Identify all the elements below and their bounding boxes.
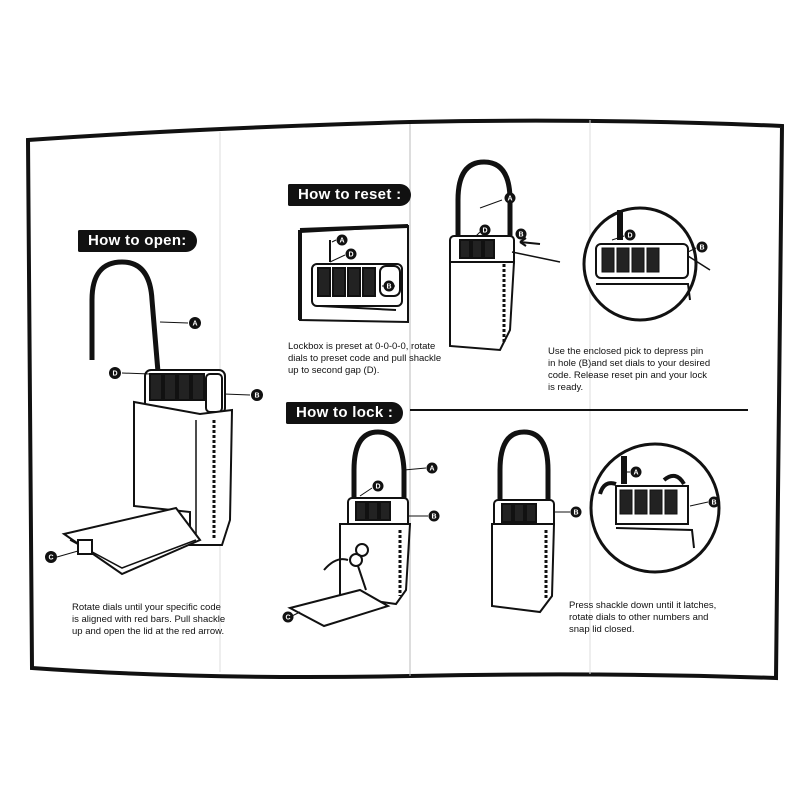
svg-text:A: A: [633, 470, 638, 477]
open-caption: Rotate dials until your specific code is…: [72, 602, 272, 638]
caption-line: up and open the lid at the red arrow.: [72, 626, 225, 637]
svg-text:C: C: [48, 555, 53, 562]
reset-mid-callout-b: B: [515, 228, 527, 240]
svg-text:D: D: [627, 233, 632, 240]
lock-zoom-callout-b: B: [689, 496, 720, 508]
caption-line: dials to preset code and pull shackle: [288, 353, 442, 364]
open-heading: How to open:: [78, 230, 197, 252]
reset-lockbox-with-pick: [449, 159, 561, 352]
caption-line: snap lid closed.: [569, 624, 635, 635]
svg-text:B: B: [699, 245, 704, 252]
caption-line: Use the enclosed pick to depress pin: [548, 346, 704, 357]
reset-heading: How to reset :: [288, 184, 412, 206]
lock-caption: Press shackle down until it latches, rot…: [569, 600, 749, 636]
lock-left-callout-d: D: [359, 480, 384, 497]
lock-magnified-dials: [589, 442, 721, 574]
svg-text:B: B: [711, 500, 716, 507]
lock-left-callout-c: C: [282, 611, 301, 623]
svg-text:B: B: [573, 510, 578, 517]
caption-line: Press shackle down until it latches,: [569, 600, 717, 611]
svg-text:B: B: [386, 284, 391, 291]
reset-photo-callout-a: A: [331, 234, 348, 246]
lock-zoom-callout-a: A: [622, 466, 642, 478]
caption-line: Rotate dials until your specific code: [72, 602, 221, 613]
svg-text:A: A: [507, 196, 512, 203]
open-lockbox-illustration: [61, 259, 234, 576]
reset-magnified-dials: [582, 206, 711, 322]
svg-text:D: D: [375, 484, 380, 491]
svg-text:A: A: [192, 321, 197, 328]
svg-text:B: B: [518, 232, 523, 239]
svg-text:D: D: [112, 371, 117, 378]
svg-text:B: B: [254, 393, 259, 400]
caption-line: code. Release reset pin and your lock: [548, 370, 707, 381]
caption-line: is ready.: [548, 382, 584, 393]
reset-dial-closeup: [298, 224, 409, 324]
reset-photo-callout-d: D: [329, 248, 357, 263]
reset-zoom-callout-d: D: [611, 229, 636, 241]
reset-caption-right: Use the enclosed pick to depress pin in …: [548, 346, 748, 394]
lock-left-callout-b: B: [408, 510, 440, 522]
open-callout-b: B: [223, 389, 263, 401]
reset-mid-callout-a: A: [479, 192, 516, 209]
svg-text:B: B: [431, 514, 436, 521]
svg-text:D: D: [482, 228, 487, 235]
reset-mid-callout-d: D: [475, 224, 491, 237]
caption-line: up to second gap (D).: [288, 365, 380, 376]
open-callout-c: C: [45, 550, 79, 563]
svg-text:A: A: [429, 466, 434, 473]
reset-zoom-callout-b: B: [687, 241, 708, 253]
lock-closed-lockbox-illustration: [491, 429, 556, 614]
lock-heading: How to lock :: [286, 402, 404, 424]
reset-photo-callout-b: B: [382, 280, 395, 292]
caption-line: rotate dials to other numbers and: [569, 612, 709, 623]
svg-text:A: A: [339, 238, 344, 245]
svg-text:C: C: [285, 615, 290, 622]
caption-line: in hole (B)and set dials to your desired: [548, 358, 711, 369]
page-border: [25, 118, 785, 681]
lock-open-lockbox-illustration: [287, 429, 412, 628]
caption-line: Lockbox is preset at 0-0-0-0, rotate: [288, 341, 436, 352]
svg-text:D: D: [348, 252, 353, 259]
reset-caption-left: Lockbox is preset at 0-0-0-0, rotate dia…: [288, 341, 458, 377]
open-callout-a: A: [159, 317, 201, 329]
lock-mid-callout-b: B: [554, 506, 582, 518]
lock-left-callout-a: A: [403, 462, 438, 474]
open-callout-d: D: [109, 367, 151, 379]
caption-line: is aligned with red bars. Pull shackle: [72, 614, 226, 625]
